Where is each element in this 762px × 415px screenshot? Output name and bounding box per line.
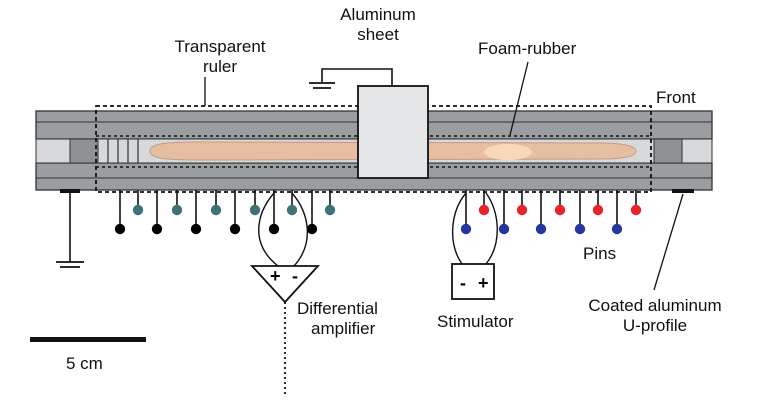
label-scale-bar: 5 cm: [66, 354, 103, 373]
leader-foam-rubber: [509, 61, 529, 136]
leader-u-profile: [653, 193, 684, 291]
amplifier-plus-sign: +: [270, 266, 281, 286]
scale-bar: [30, 337, 146, 342]
stimulation-pin: [592, 190, 604, 216]
label-front: Front: [656, 88, 696, 107]
recording-pin: [114, 190, 126, 235]
recording-pins: [114, 190, 336, 235]
profile-right-terminal: [672, 189, 694, 193]
recording-pin: [190, 190, 202, 235]
label-transparent-ruler: Transparent ruler: [174, 37, 266, 76]
stimulation-pin: [611, 190, 623, 235]
recording-pin: [229, 190, 241, 235]
recording-pin: [171, 190, 183, 216]
recording-pin: [306, 190, 318, 235]
label-stimulator: Stimulator: [437, 312, 514, 331]
profile-left-terminal: [60, 189, 80, 193]
transparent-ruler: [95, 105, 652, 193]
recording-pin: [286, 190, 298, 216]
label-differential-amplifier: Differential amplifier: [297, 299, 378, 338]
stimulator-minus-sign: -: [460, 273, 466, 293]
label-foam-rubber: Foam-rubber: [478, 39, 577, 58]
stimulation-pin: [478, 190, 490, 216]
stimulation-pins: [460, 190, 642, 235]
amplifier-triangle-icon: [249, 265, 321, 304]
ground-icon: [56, 261, 84, 268]
stimulator-plus-sign: +: [478, 273, 489, 293]
stimulator-lead-wire: [452, 192, 467, 265]
aluminum-sheet: [357, 85, 429, 179]
label-aluminum-sheet: Aluminum sheet: [340, 5, 416, 44]
stimulator-box-icon: [451, 263, 495, 300]
amplifier-lead-wire: [258, 192, 279, 267]
foam-rubber-highlight: [484, 144, 532, 160]
recording-pin: [249, 190, 261, 216]
stimulation-pin: [516, 190, 528, 216]
recording-pin: [268, 190, 280, 235]
recording-pin: [151, 190, 163, 235]
label-pins: Pins: [583, 244, 617, 263]
stimulation-pin: [574, 190, 586, 235]
recording-pin: [132, 190, 144, 216]
stimulation-pin: [498, 190, 510, 235]
amplifier-lead-wire: [291, 192, 308, 267]
stimulation-pin: [535, 190, 547, 235]
ground-icon: [309, 82, 335, 89]
label-coated-aluminum-u-profile: Coated aluminum U-profile: [588, 296, 722, 335]
stimulation-pin: [554, 190, 566, 216]
amplifier-minus-sign: -: [292, 266, 298, 286]
stimulator-lead-wire: [485, 192, 498, 265]
stimulation-pin: [630, 190, 642, 216]
stimulation-pin: [460, 190, 472, 235]
aluminum-sheet-ground-wire: [321, 68, 393, 86]
recording-pin: [210, 190, 222, 216]
recording-pin: [324, 190, 336, 216]
